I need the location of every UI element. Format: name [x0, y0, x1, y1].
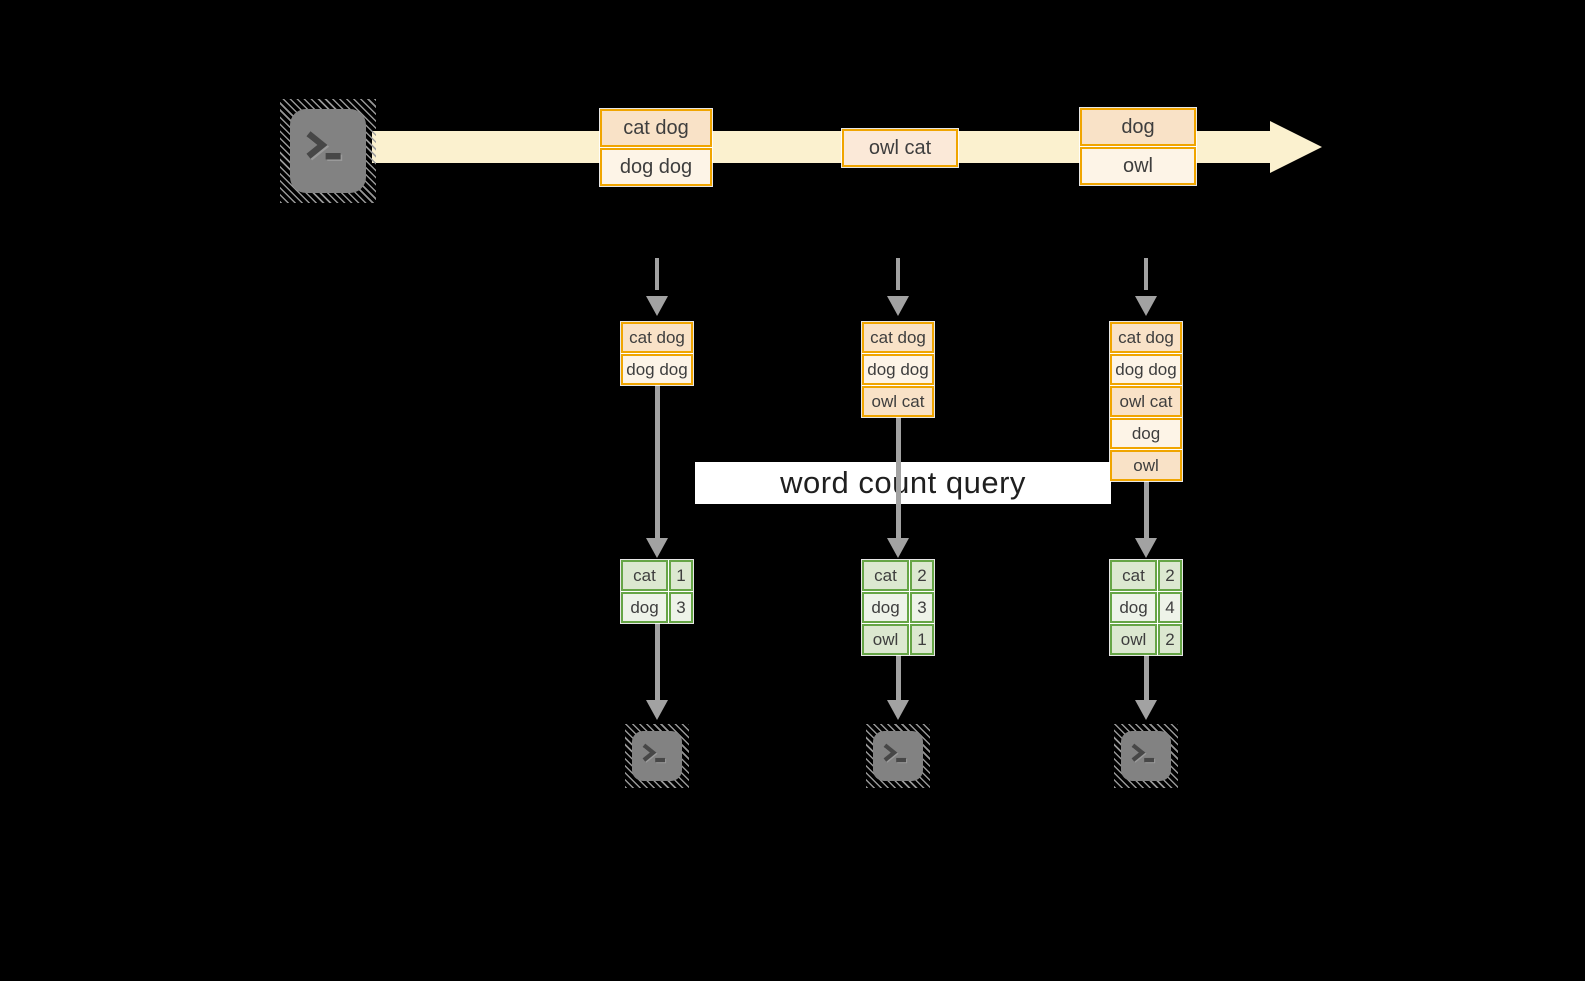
count-word-cell: cat	[862, 560, 909, 591]
sink-arrow-shaft	[654, 623, 660, 700]
count-word-cell: owl	[1110, 624, 1157, 655]
count-word-cell: owl	[862, 624, 909, 655]
stream-record-cell: dog	[1080, 108, 1196, 146]
count-value-cell: 2	[910, 560, 934, 591]
terminal-sink-icon	[625, 724, 689, 788]
terminal-prompt-glyph	[883, 743, 908, 764]
count-value-cell: 3	[669, 592, 693, 623]
dashed-arrow-segment	[655, 258, 659, 290]
terminal-source-icon	[280, 99, 376, 203]
flow-arrow-head	[1135, 538, 1157, 558]
buffer-record-cell: cat dog	[862, 322, 934, 353]
sink-arrow-shaft	[1143, 655, 1149, 700]
flow-arrow-shaft	[895, 417, 901, 540]
terminal-sink-icon	[866, 724, 930, 788]
buffer-record-cell: dog dog	[621, 354, 693, 385]
flow-arrow-head	[646, 538, 668, 558]
sink-arrow-head	[646, 700, 668, 720]
flow-arrow-shaft	[1143, 481, 1149, 540]
buffer-record-cell: dog	[1110, 418, 1182, 449]
dashed-arrow-segment	[1144, 258, 1148, 290]
count-word-cell: dog	[1110, 592, 1157, 623]
buffer-record-cell: cat dog	[1110, 322, 1182, 353]
buffer-record-cell: dog dog	[862, 354, 934, 385]
count-word-cell: cat	[1110, 560, 1157, 591]
count-value-cell: 4	[1158, 592, 1182, 623]
sink-arrow-head	[887, 700, 909, 720]
flow-arrow-shaft	[654, 385, 660, 540]
stream-record-cell: cat dog	[600, 109, 712, 147]
stream-record-box: owl cat	[842, 129, 958, 167]
flow-arrow-head	[887, 538, 909, 558]
terminal-screen	[290, 109, 366, 193]
buffer-record-cell: owl cat	[862, 386, 934, 417]
terminal-sink-icon	[1114, 724, 1178, 788]
sink-arrow-shaft	[895, 655, 901, 700]
count-value-cell: 2	[1158, 624, 1182, 655]
stream-record-cell: owl	[1080, 147, 1196, 185]
stream-record-cell: owl cat	[842, 129, 958, 167]
buffer-record-cell: dog dog	[1110, 354, 1182, 385]
terminal-screen	[632, 731, 682, 781]
terminal-screen	[873, 731, 923, 781]
buffer-record-cell: owl	[1110, 450, 1182, 481]
stream-arrowhead	[1270, 121, 1322, 173]
stream-record-cell: dog dog	[600, 148, 712, 186]
dashed-arrow-segment	[896, 258, 900, 290]
dashed-arrow-head	[1135, 296, 1157, 316]
sink-arrow-head	[1135, 700, 1157, 720]
terminal-prompt-glyph	[642, 743, 667, 764]
terminal-prompt-glyph	[1131, 743, 1156, 764]
buffer-record-cell: owl cat	[1110, 386, 1182, 417]
count-value-cell: 1	[910, 624, 934, 655]
count-value-cell: 2	[1158, 560, 1182, 591]
count-word-cell: cat	[621, 560, 668, 591]
terminal-prompt-glyph	[306, 131, 342, 162]
count-value-cell: 3	[910, 592, 934, 623]
terminal-screen	[1121, 731, 1171, 781]
count-value-cell: 1	[669, 560, 693, 591]
dashed-arrow-head	[646, 296, 668, 316]
query-banner: word count query	[695, 462, 1111, 504]
count-word-cell: dog	[621, 592, 668, 623]
buffer-record-cell: cat dog	[621, 322, 693, 353]
count-word-cell: dog	[862, 592, 909, 623]
dashed-arrow-head	[887, 296, 909, 316]
